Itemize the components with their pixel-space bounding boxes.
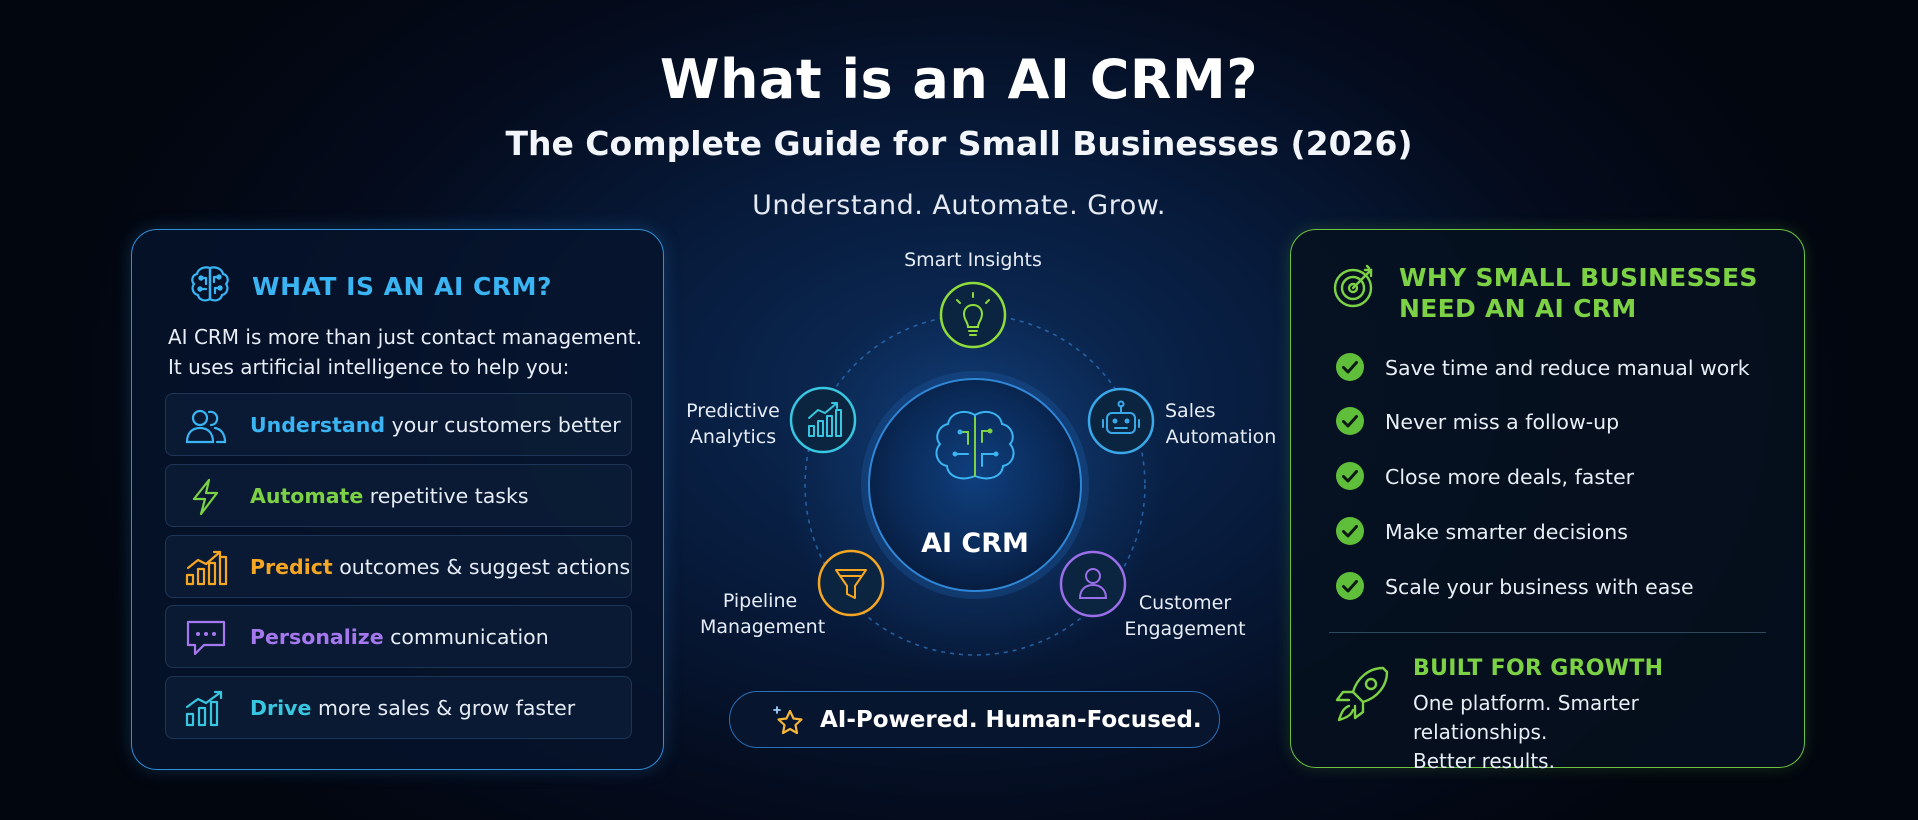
label-pipeline-management: Pipeline Management (700, 588, 826, 640)
node-pipeline-management (817, 549, 885, 617)
label-line: Automation (1165, 426, 1277, 448)
node-sales-automation (1087, 387, 1155, 455)
feature-text: Drive more sales & grow faster (250, 696, 575, 720)
growth-chart-icon (185, 550, 228, 586)
feature-rest: communication (383, 625, 549, 649)
check-circle-icon (1336, 462, 1364, 490)
page-title: What is an AI CRM? (659, 48, 1259, 111)
label-predictive-analytics: Predictive Analytics (678, 398, 788, 450)
feature-rest: your customers better (385, 413, 621, 437)
robot-icon (1102, 400, 1140, 434)
feature-text: Automate repetitive tasks (250, 484, 529, 508)
left-panel-title: WHAT IS AN AI CRM? (252, 272, 552, 301)
check-circle-icon (1336, 517, 1364, 545)
funnel-icon (835, 569, 867, 599)
feature-keyword: Automate (250, 484, 364, 508)
analytics-chart-icon (808, 402, 842, 437)
intro-line-2: It uses artificial intelligence to help … (168, 355, 570, 379)
feature-automate: Automate repetitive tasks (165, 464, 632, 527)
node-smart-insights (939, 281, 1007, 349)
feature-keyword: Predict (250, 555, 333, 579)
growth-line-1: One platform. Smarter relationships. (1413, 691, 1639, 744)
feature-rest: repetitive tasks (363, 484, 529, 508)
benefit-text: Close more deals, faster (1385, 465, 1635, 489)
left-panel-intro: AI CRM is more than just contact managem… (168, 322, 648, 382)
label-line: Predictive (686, 400, 780, 422)
page-tagline: Understand. Automate. Grow. (752, 190, 1166, 221)
core-outer-ring (861, 371, 1089, 599)
star-sparkle-icon (773, 706, 803, 735)
ai-powered-pill: AI-Powered. Human-Focused. (729, 691, 1220, 748)
users-icon (185, 409, 227, 444)
core-brain-icon (935, 411, 1015, 480)
check-circle-icon (1336, 407, 1364, 435)
growth-line-2: Better results. (1413, 749, 1555, 773)
core-label: AI CRM (921, 528, 1029, 559)
label-line: Sales (1165, 400, 1216, 422)
panel-divider (1329, 632, 1766, 633)
feature-keyword: Drive (250, 696, 312, 720)
lightbulb-icon (956, 292, 990, 336)
feature-predict: Predict outcomes & suggest actions (165, 535, 632, 598)
feature-rest: more sales & grow faster (311, 696, 576, 720)
feature-keyword: Personalize (250, 625, 384, 649)
what-is-ai-crm-panel: WHAT IS AN AI CRM? AI CRM is more than j… (131, 229, 664, 770)
feature-keyword: Understand (250, 413, 386, 437)
brain-circuit-icon (191, 266, 229, 302)
chat-bubble-icon (186, 620, 226, 656)
lightning-icon (192, 478, 219, 516)
user-icon (1078, 568, 1108, 599)
benefit-text: Scale your business with ease (1385, 575, 1694, 599)
target-icon (1333, 264, 1373, 308)
label-line: Management (700, 616, 826, 638)
pill-text: AI-Powered. Human-Focused. (820, 707, 1202, 733)
label-line: Pipeline (722, 590, 798, 612)
label-line: Analytics (689, 426, 777, 448)
benefit-text: Save time and reduce manual work (1385, 356, 1750, 380)
right-panel-title: WHY SMALL BUSINESSES NEED AN AI CRM (1399, 262, 1779, 324)
benefit-text: Make smarter decisions (1385, 520, 1628, 544)
growth-title: BUILT FOR GROWTH (1413, 656, 1664, 681)
node-predictive-analytics (789, 386, 857, 454)
ai-crm-diagram: AI CRM Smart Insights Predictive Analyti… (660, 230, 1290, 670)
feature-rest: outcomes & suggest actions (332, 555, 631, 579)
check-circle-icon (1336, 572, 1364, 600)
page-subtitle: The Complete Guide for Small Businesses … (505, 124, 1413, 163)
title-line-2: NEED AN AI CRM (1399, 294, 1637, 323)
feature-text: Personalize communication (250, 625, 549, 649)
label-line: Customer (1138, 592, 1232, 614)
rocket-icon (1335, 666, 1389, 722)
why-small-businesses-panel: WHY SMALL BUSINESSES NEED AN AI CRM Save… (1290, 229, 1805, 773)
feature-personalize: Personalize communication (165, 605, 632, 668)
diagram-graphic (785, 281, 1165, 670)
feature-drive: Drive more sales & grow faster (165, 676, 632, 739)
bar-trend-icon (185, 690, 223, 727)
label-customer-engagement: Customer Engagement (1120, 590, 1250, 642)
feature-text: Predict outcomes & suggest actions (250, 555, 630, 579)
growth-text: One platform. Smarter relationships. Bet… (1413, 689, 1773, 776)
label-line: Engagement (1124, 618, 1246, 640)
core-circle (868, 378, 1082, 592)
feature-text: Understand your customers better (250, 413, 621, 437)
node-customer-engagement (1059, 550, 1127, 618)
check-circle-icon (1336, 353, 1364, 381)
orbit-ring (804, 314, 1146, 656)
benefit-text: Never miss a follow-up (1385, 410, 1620, 434)
feature-understand: Understand your customers better (165, 393, 632, 456)
label-smart-insights: Smart Insights (904, 249, 1042, 271)
title-line-1: WHY SMALL BUSINESSES (1399, 263, 1758, 292)
intro-line-1: AI CRM is more than just contact managem… (168, 325, 643, 349)
label-sales-automation: Sales Automation (1161, 398, 1281, 450)
